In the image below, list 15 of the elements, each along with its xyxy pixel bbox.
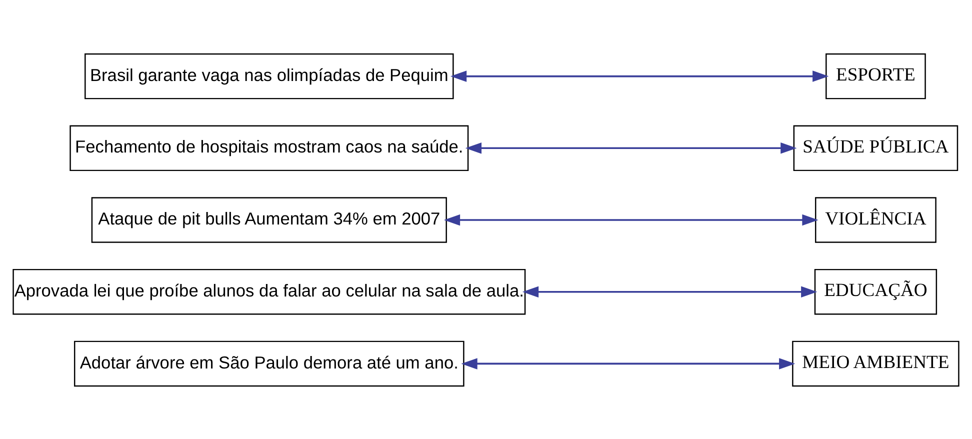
node-box: EDUCAÇÃO xyxy=(814,268,938,314)
node-box: Brasil garante vaga nas olimpíadas de Pequim xyxy=(84,52,454,99)
node-box: MEIO AMBIENTE xyxy=(792,340,960,386)
arrow xyxy=(465,142,797,154)
arrow xyxy=(450,70,829,82)
arrow xyxy=(461,358,796,369)
node-box: VIOLÊNCIA xyxy=(815,196,936,242)
node-box: ESPORTE xyxy=(826,52,926,99)
node-box: Adotar árvore em São Paulo demora até um ano. xyxy=(74,340,464,386)
arrow xyxy=(444,214,818,226)
node-box: SAÚDE PÚBLICA xyxy=(793,124,958,171)
arrow xyxy=(522,286,818,298)
node-box: Fechamento de hospitais mostram caos na saúde. xyxy=(70,124,469,171)
node-box: Aprovada lei que proíbe alunos da falar ao celular na sala de aula. xyxy=(12,268,526,314)
node-box: Ataque de pit bulls Aumentam 34% em 2007 xyxy=(91,196,447,242)
